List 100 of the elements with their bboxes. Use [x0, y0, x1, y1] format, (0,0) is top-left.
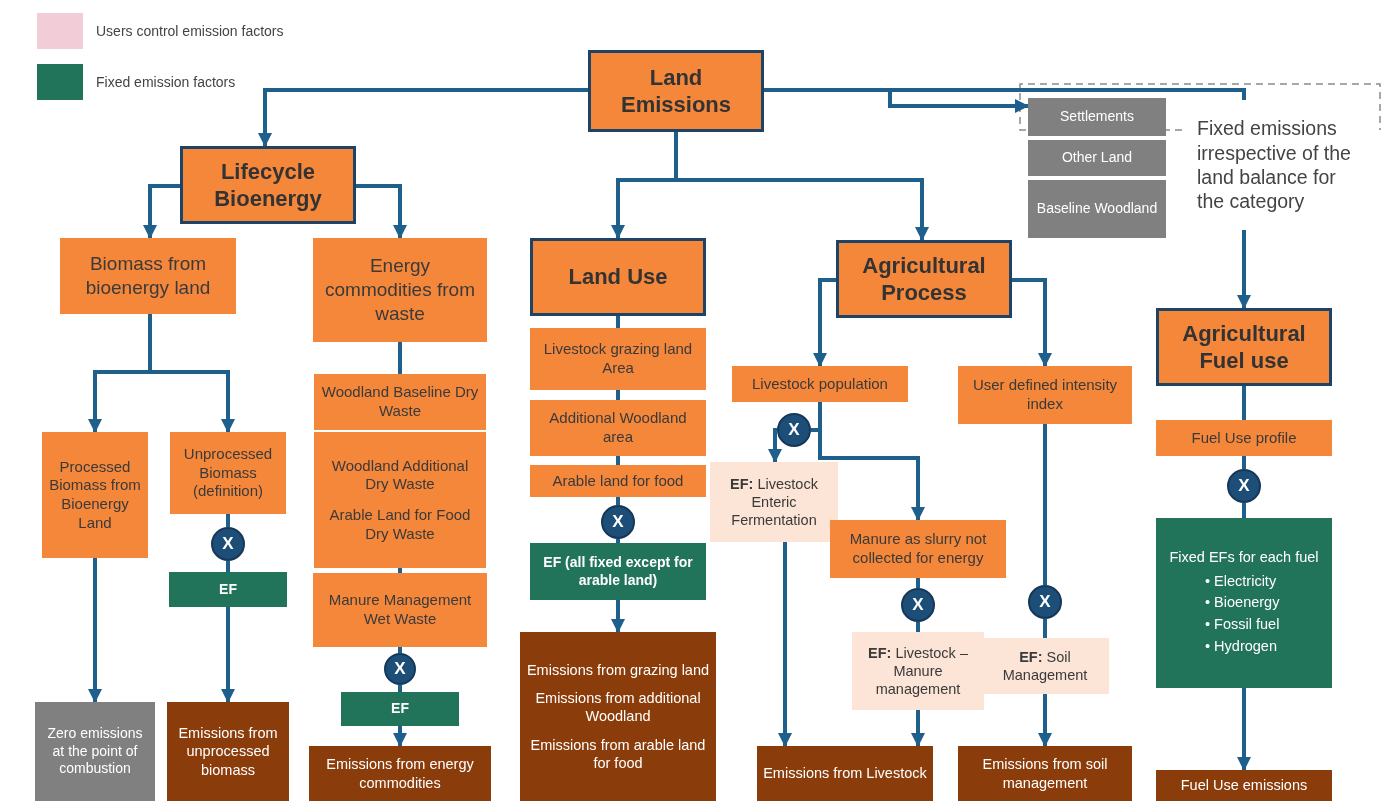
box-label: Energy commodities from waste — [324, 254, 476, 326]
fixed-category-box — [1028, 140, 1166, 176]
input-box — [530, 400, 706, 456]
arrow — [88, 558, 102, 703]
note-text: Fixed emissions irrespective of the land balance for the category — [1197, 116, 1352, 214]
input-box — [170, 432, 286, 514]
input-box — [60, 238, 236, 314]
input-box — [530, 465, 706, 497]
arrow — [674, 132, 929, 241]
input-box — [313, 573, 487, 647]
box-label: Unprocessed Biomass (definition) — [182, 444, 274, 502]
operator-symbol: X — [394, 658, 406, 680]
box-label: Biomass from bioenergy land — [84, 252, 212, 300]
box-label: EF: Livestock – Manure management — [867, 643, 969, 699]
category-box — [530, 238, 706, 316]
emission-factor-box — [710, 462, 838, 542]
box-label: Fuel Use profile — [1191, 428, 1297, 448]
box-label: Manure Management Wet Waste — [327, 591, 473, 629]
arrow — [258, 88, 588, 147]
box-label: Emissions from Livestock — [763, 764, 927, 783]
box-label: Arable land for food — [552, 471, 684, 491]
box-label: User defined intensity index — [971, 376, 1119, 414]
emissions-output-box — [958, 746, 1132, 801]
category-box — [836, 240, 1012, 318]
multiply-circle — [601, 505, 635, 539]
box-label: Other Land — [1061, 149, 1133, 167]
operator-symbol: X — [1238, 475, 1250, 497]
arrow — [1012, 278, 1052, 367]
operator-symbol: X — [1039, 591, 1051, 613]
fixed-category-box — [1028, 180, 1166, 238]
box-label: Fuel Use emissions — [1180, 776, 1308, 795]
input-box — [958, 366, 1132, 424]
bullet-item: • Bioenergy — [1205, 593, 1281, 613]
input-box — [530, 328, 706, 390]
category-heading: Agricultural Process — [861, 251, 987, 307]
box-label: Emissions from energy commodities — [325, 755, 475, 792]
bullet-item: • Fossil fuel — [1205, 615, 1281, 635]
fixed-category-box — [1028, 98, 1166, 136]
arrow — [221, 607, 235, 703]
multiply-circle — [901, 588, 935, 622]
box-label: Emissions from unprocessed biomass — [177, 724, 279, 779]
emission-factor-box — [1156, 518, 1332, 688]
category-box — [1156, 308, 1332, 386]
input-box — [732, 366, 908, 402]
box-label: Arable Land for Food Dry Waste — [328, 506, 472, 544]
input-box — [313, 238, 487, 342]
emission-factor-box — [341, 692, 459, 726]
arrow — [611, 600, 625, 633]
box-label: Emissions from arable land for food — [529, 735, 707, 772]
box-label: Zero emissions at the point of combustion — [46, 725, 144, 778]
category-box — [180, 146, 356, 224]
category-heading: Land Emissions — [621, 63, 732, 119]
box-label: EF — [219, 580, 237, 599]
box-label: EF — [391, 700, 409, 718]
emissions-output-box — [309, 746, 491, 801]
input-box — [314, 432, 486, 568]
box-label: Fixed EFs for each fuel — [1168, 548, 1320, 567]
operator-symbol: X — [222, 533, 234, 555]
operator-symbol: X — [788, 419, 800, 441]
bullet-item: • Hydrogen — [1205, 636, 1278, 656]
multiply-circle — [211, 527, 245, 561]
box-label: Settlements — [1060, 108, 1134, 126]
category-heading: Land Use — [568, 263, 668, 291]
input-box — [830, 520, 1006, 578]
arrow — [1237, 230, 1251, 309]
multiply-circle — [384, 653, 416, 685]
arrow — [778, 542, 792, 747]
category-box — [588, 50, 764, 132]
input-box — [42, 432, 148, 558]
box-label: EF: Soil Management — [1001, 647, 1089, 685]
emission-factor-box — [981, 638, 1109, 694]
arrow — [148, 314, 235, 433]
box-label: Baseline Woodland — [1036, 200, 1158, 218]
box-label: Manure as slurry not collected for energy — [848, 530, 988, 568]
multiply-circle — [1028, 585, 1062, 619]
arrow — [143, 184, 180, 239]
box-label: EF: Livestock Enteric Fermentation — [729, 474, 819, 530]
box-label: Emissions from additional Woodland — [534, 689, 702, 726]
category-heading: Lifecycle Bioenergy — [213, 157, 323, 213]
box-label: EF (all fixed except for arable land) — [542, 554, 694, 589]
multiply-circle — [1227, 469, 1261, 503]
emissions-output-box — [757, 746, 933, 801]
box-label: Woodland Baseline Dry Waste — [320, 383, 480, 421]
arrow — [356, 184, 407, 239]
legend-text: Users control emission factors — [96, 23, 284, 39]
multiply-circle — [777, 413, 811, 447]
emissions-output-box — [167, 702, 289, 801]
box-label: Processed Biomass from Bioenergy Land — [48, 457, 142, 533]
input-box — [314, 374, 486, 430]
emission-factor-box — [530, 543, 706, 600]
box-label: Livestock population — [752, 374, 888, 394]
arrow — [768, 428, 782, 463]
box-label: Emissions from grazing land — [526, 661, 710, 680]
input-box — [1156, 420, 1332, 456]
operator-symbol: X — [612, 511, 624, 533]
emissions-output-box — [520, 632, 716, 801]
box-label: Livestock grazing land Area — [542, 340, 694, 378]
bullet-item: • Electricity — [1205, 571, 1278, 591]
fixed-category-box — [35, 702, 155, 801]
arrow — [393, 726, 407, 747]
